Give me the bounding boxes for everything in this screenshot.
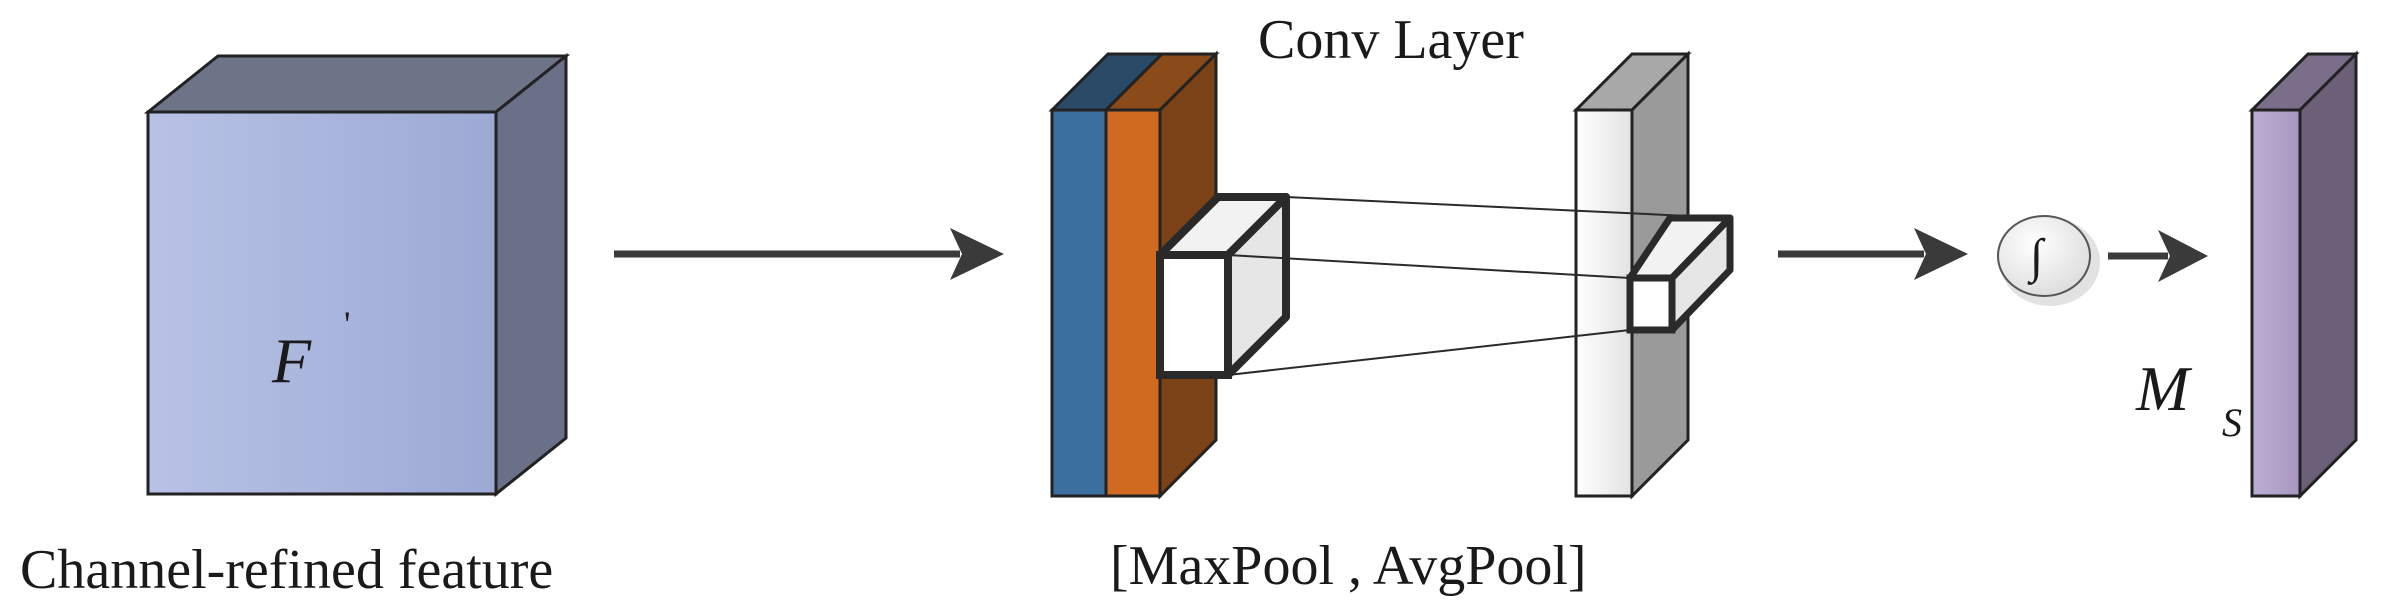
maxpool-map [1050,108,1108,498]
conv-kernel-cube [1156,193,1290,379]
output-front [2250,108,2302,498]
arrow-conv-to-sigmoid [1778,228,1968,280]
output-symbol: M [2135,353,2193,424]
conv-front [1574,108,1634,498]
input-symbol: F [271,325,312,396]
output-side [2298,50,2358,500]
input-caption: Channel-refined feature [20,539,553,601]
input-cube-front [146,110,498,496]
input-cube-top [143,54,571,114]
conv-output-cube [1626,214,1734,334]
sigmoid-node [1997,215,2100,306]
avgpool-map [1104,108,1162,498]
conv-projection-lines [1227,196,1731,376]
input-prime: ' [344,304,351,344]
output-subscript: S [2222,400,2242,445]
arrow-sigmoid-to-output [2108,230,2208,282]
pool-caption: [MaxPool , AvgPool] [1110,535,1587,597]
sigmoid-symbol: ∫ [2027,230,2046,285]
arrow-input-to-pool [614,228,1004,280]
conv-layer-title: Conv Layer [1258,9,1524,71]
output-attention-map [2248,50,2360,500]
input-cube-side [494,52,568,498]
input-feature-cube [143,52,571,498]
